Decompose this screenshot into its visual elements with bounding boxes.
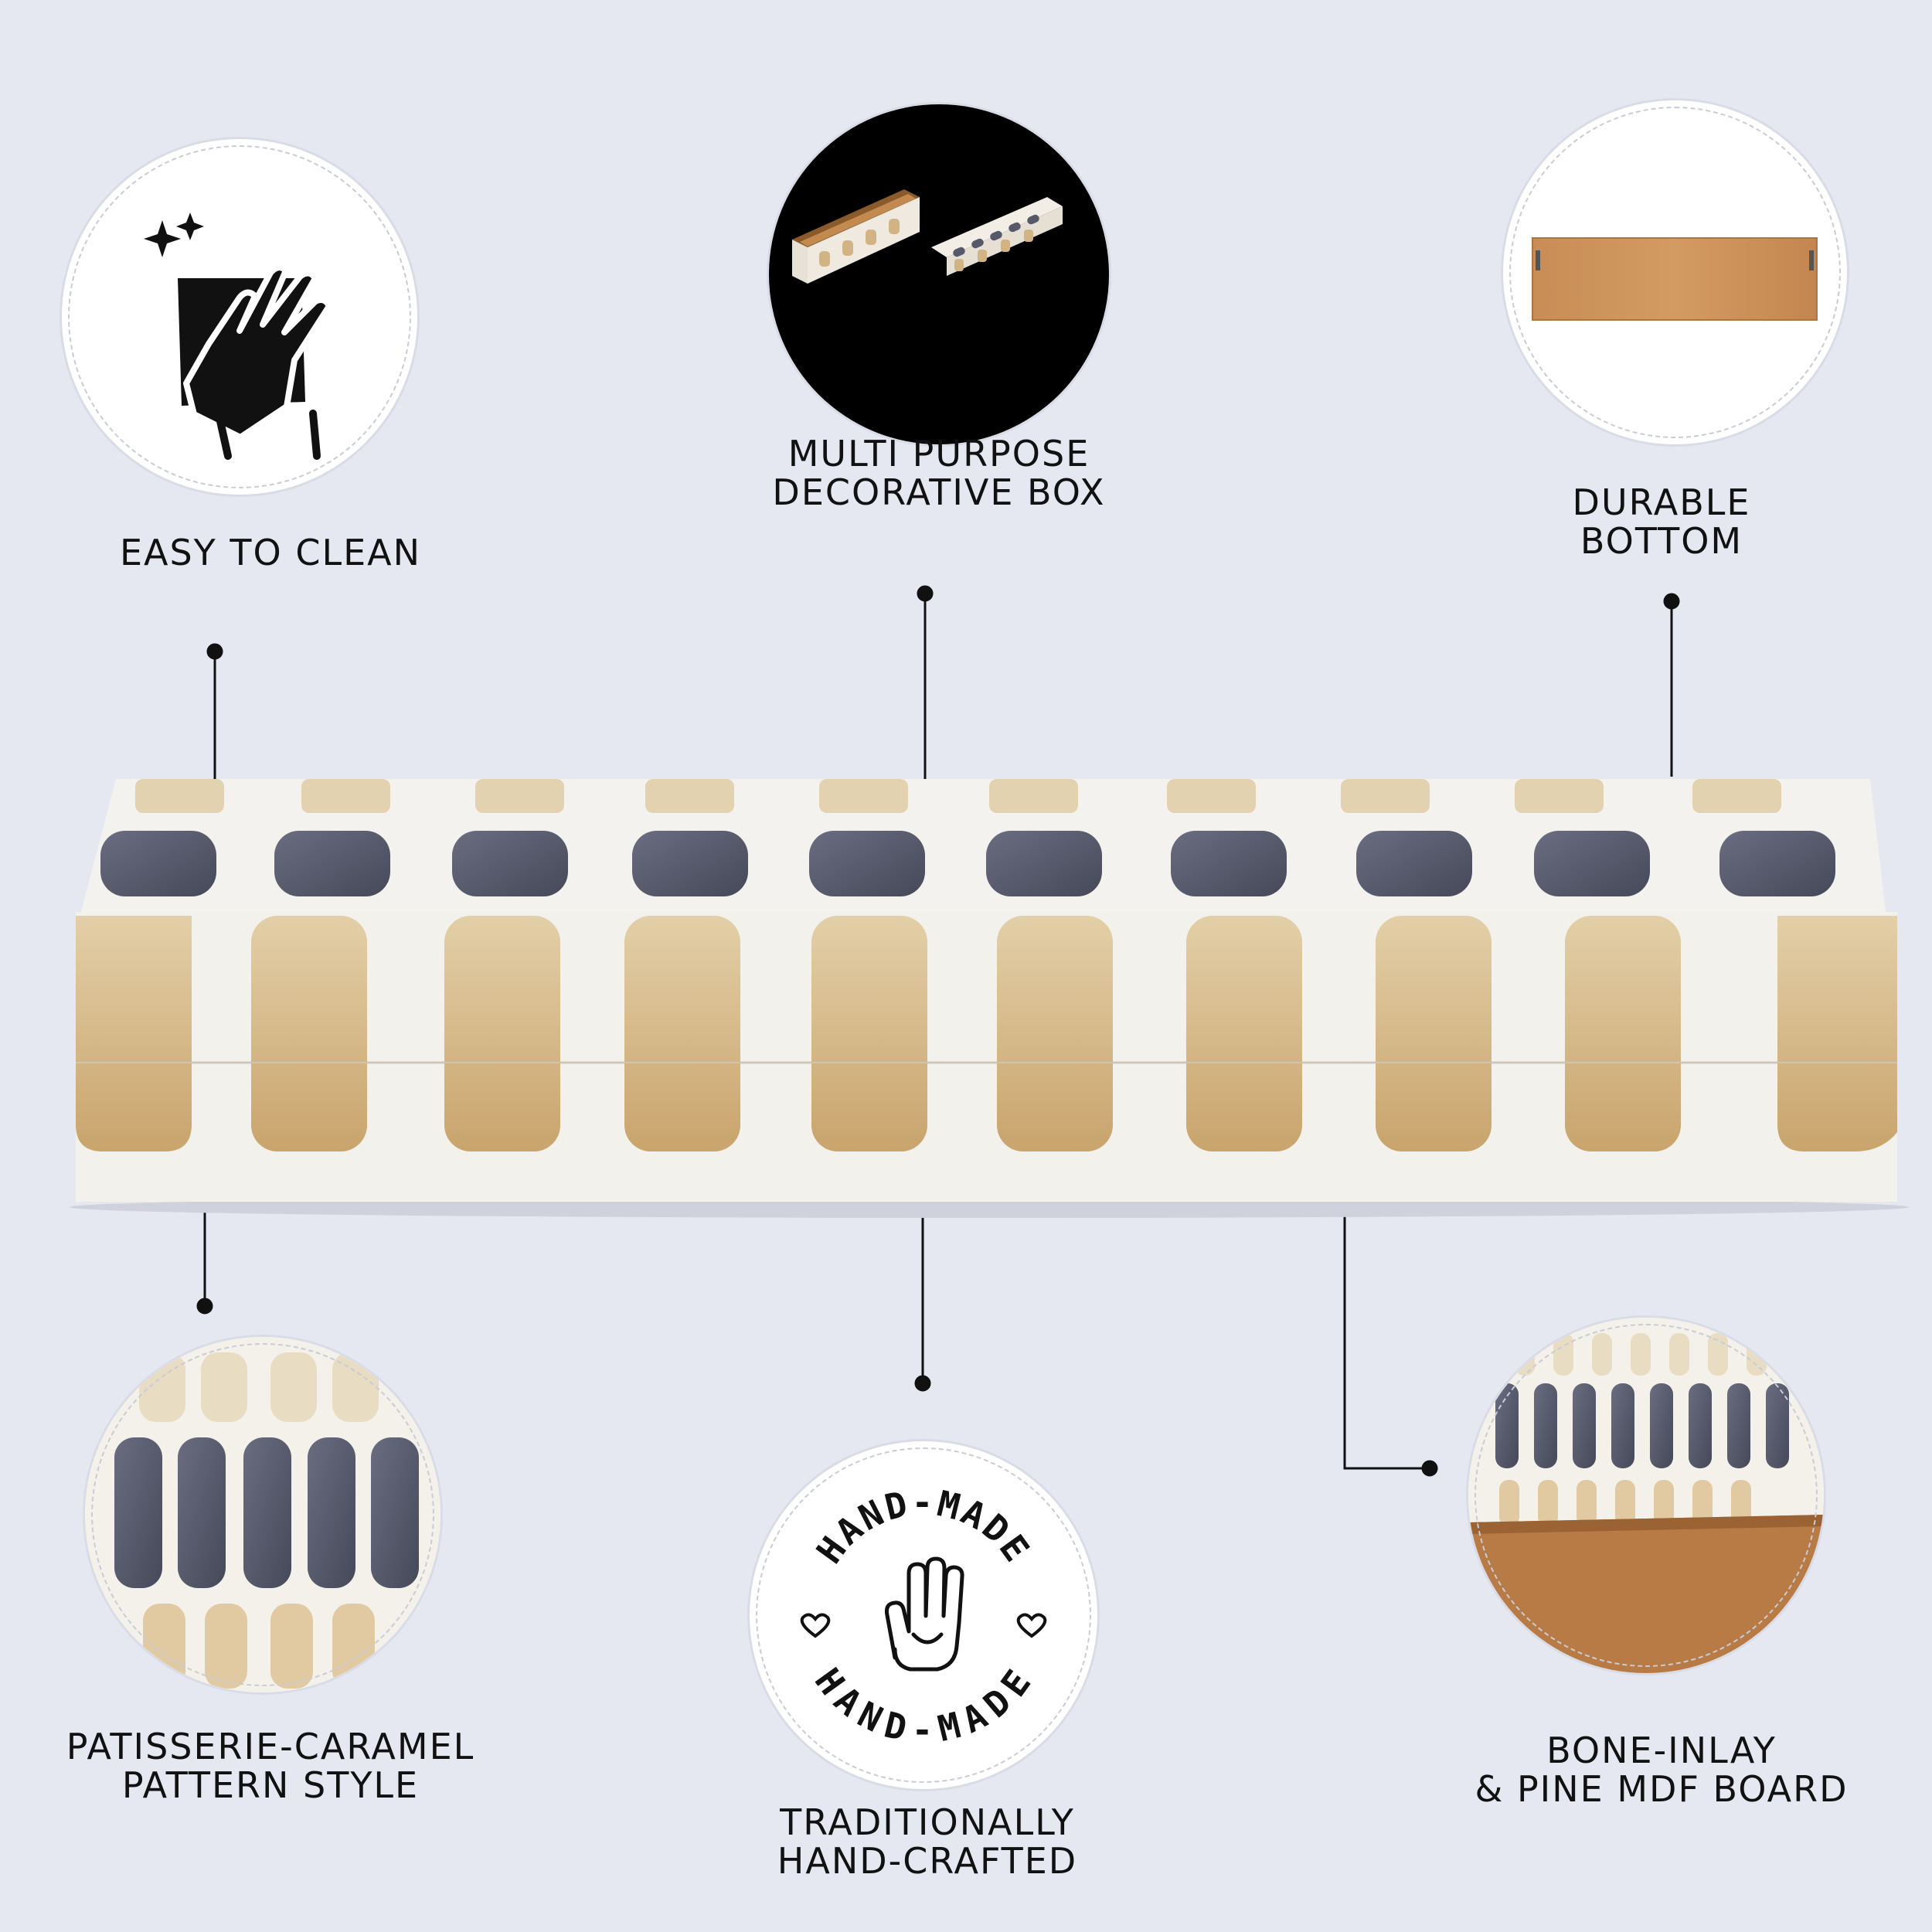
material-closeup-photo [1468, 1318, 1824, 1673]
multi-purpose-label: MULTI PURPOSE DECORATIVE BOX [715, 434, 1163, 512]
pattern-closeup-photo [85, 1337, 440, 1692]
wood-bottom-photo [1532, 237, 1818, 321]
multi-purpose-label-line1: MULTI PURPOSE [787, 433, 1090, 474]
handmade-circle: HAND-MADE HAND-MADE [750, 1441, 1097, 1789]
pattern-label: PATISSERIE-CARAMEL PATTERN STYLE [31, 1727, 510, 1804]
material-label-line1: BONE-INLAY [1546, 1730, 1777, 1771]
material-label: BONE-INLAY & PINE MDF BOARD [1430, 1731, 1893, 1808]
material-circle [1468, 1318, 1824, 1673]
open-box-photo [792, 189, 1063, 284]
pattern-label-line1: PATISSERIE-CARAMEL [66, 1726, 475, 1767]
box-lid [931, 197, 1063, 276]
durable-label-line2: BOTTOM [1580, 520, 1743, 562]
hand-icon [885, 1556, 964, 1672]
durable-bottom-circle [1503, 100, 1847, 444]
easy-clean-label-line1: EASY TO CLEAN [119, 532, 422, 573]
easy-clean-circle [62, 139, 417, 495]
handmade-stamp: HAND-MADE HAND-MADE [800, 1481, 1047, 1751]
handcrafted-label: TRADITIONALLY HAND-CRAFTED [711, 1803, 1144, 1880]
easy-clean-label: EASY TO CLEAN [77, 533, 464, 572]
inlay-slate-row [100, 831, 1835, 896]
material-label-line2: & PINE MDF BOARD [1475, 1768, 1849, 1810]
pattern-label-line2: PATTERN STYLE [121, 1764, 420, 1806]
durable-label-line1: DURABLE [1572, 481, 1751, 523]
stamp-top-text: HAND-MADE [808, 1481, 1039, 1571]
heart-icon [800, 1613, 1047, 1638]
multi-purpose-circle [769, 104, 1109, 444]
pattern-circle [85, 1337, 440, 1692]
durable-label: DURABLE BOTTOM [1468, 483, 1855, 560]
handcrafted-label-line2: HAND-CRAFTED [777, 1840, 1078, 1882]
multi-purpose-label-line2: DECORATIVE BOX [772, 471, 1106, 513]
box-base [792, 189, 920, 284]
cleaning-hand-icon [144, 213, 332, 460]
handcrafted-label-line1: TRADITIONALLY [780, 1801, 1075, 1843]
inlay-front-caramel [76, 916, 1897, 1151]
inlay-top-caramel [135, 779, 1781, 813]
stamp-bottom-text: HAND-MADE [807, 1661, 1040, 1751]
